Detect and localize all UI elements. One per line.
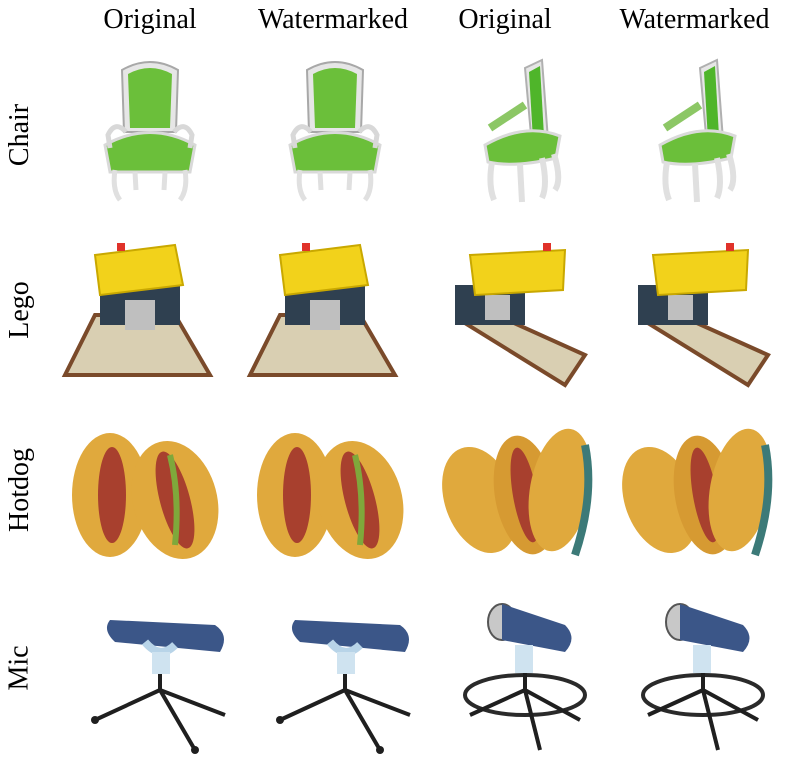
column-header-watermarked-1: Watermarked (257, 4, 409, 35)
mic-original-side-image (440, 590, 620, 760)
lego-original-side-image (425, 225, 605, 395)
column-header-watermarked-2: Watermarked (619, 4, 770, 35)
mic-original-front-image (70, 590, 250, 760)
column-header-original-1: Original (103, 4, 197, 35)
row-label-hotdog: Hotdog (4, 448, 35, 532)
chair-watermarked-front-image (245, 50, 425, 220)
hotdog-original-front-image (50, 405, 230, 575)
hotdog-watermarked-front-image (235, 405, 415, 575)
column-header-original-2: Original (458, 4, 552, 35)
hotdog-original-side-image (425, 405, 605, 575)
row-label-lego: Lego (4, 281, 35, 339)
lego-original-front-image (45, 225, 225, 395)
chair-watermarked-side-image (605, 50, 785, 220)
lego-watermarked-side-image (608, 225, 788, 395)
lego-watermarked-front-image (230, 225, 410, 395)
row-label-mic: Mic (4, 644, 36, 691)
row-label-chair: Chair (4, 103, 35, 167)
chair-original-front-image (60, 50, 240, 220)
chair-original-side-image (430, 50, 610, 220)
mic-watermarked-front-image (255, 590, 435, 760)
hotdog-watermarked-side-image (605, 405, 785, 575)
mic-watermarked-side-image (618, 590, 789, 760)
